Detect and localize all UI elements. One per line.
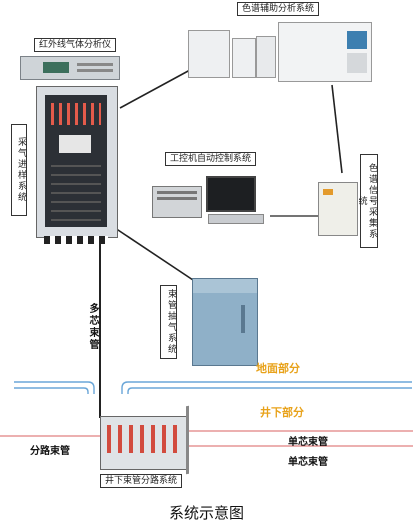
sampling-system-label: 采气进样系统	[11, 124, 27, 216]
branch-tube-label: 分路束管	[30, 446, 70, 457]
branch-tube-lines	[0, 430, 413, 447]
infrared-analyzer-label: 红外线气体分析仪	[34, 38, 117, 52]
chrom-signal-label: 色谱信号采集系统	[357, 154, 378, 248]
diagram-caption: 系统示意图	[168, 504, 244, 522]
link-analyzer-signal	[331, 84, 343, 174]
underground-part-label: 井下部分	[260, 406, 304, 419]
multi-core-tube-label: 多芯束管	[87, 303, 98, 351]
link-cabinet-chromatograph	[119, 69, 191, 109]
gas-generator-3	[256, 36, 276, 78]
gas-generator-2	[232, 38, 256, 78]
chromatograph-analyzer	[278, 22, 372, 82]
tube-pump-label: 束管抽气系统	[160, 285, 177, 359]
ground-boundary	[14, 381, 412, 394]
cabinet-base-connectors	[44, 236, 108, 244]
underground-branch-box	[100, 416, 188, 470]
ipc-keyboard	[208, 214, 264, 224]
tube-pump-device	[192, 278, 258, 366]
sampling-cabinet	[36, 86, 118, 238]
gas-generator-1	[188, 30, 230, 78]
ipc-monitor	[206, 176, 256, 212]
ipc-tower	[152, 186, 202, 218]
ipc-control-label: 工控机自动控制系统	[165, 152, 257, 166]
infrared-analyzer-device	[20, 56, 120, 80]
underground-branch-label: 井下束管分路系统	[100, 474, 183, 488]
chromatograph-aux-label: 色谱辅助分析系统	[237, 2, 320, 16]
single-core-tube-label-1: 单芯束管	[288, 437, 328, 448]
ground-part-label: 地面部分	[256, 362, 300, 375]
link-cabinet-pump	[111, 225, 197, 283]
branch-box-door	[186, 405, 189, 475]
single-core-tube-label-2: 单芯束管	[288, 457, 328, 468]
signal-acquisition-box	[318, 182, 358, 236]
